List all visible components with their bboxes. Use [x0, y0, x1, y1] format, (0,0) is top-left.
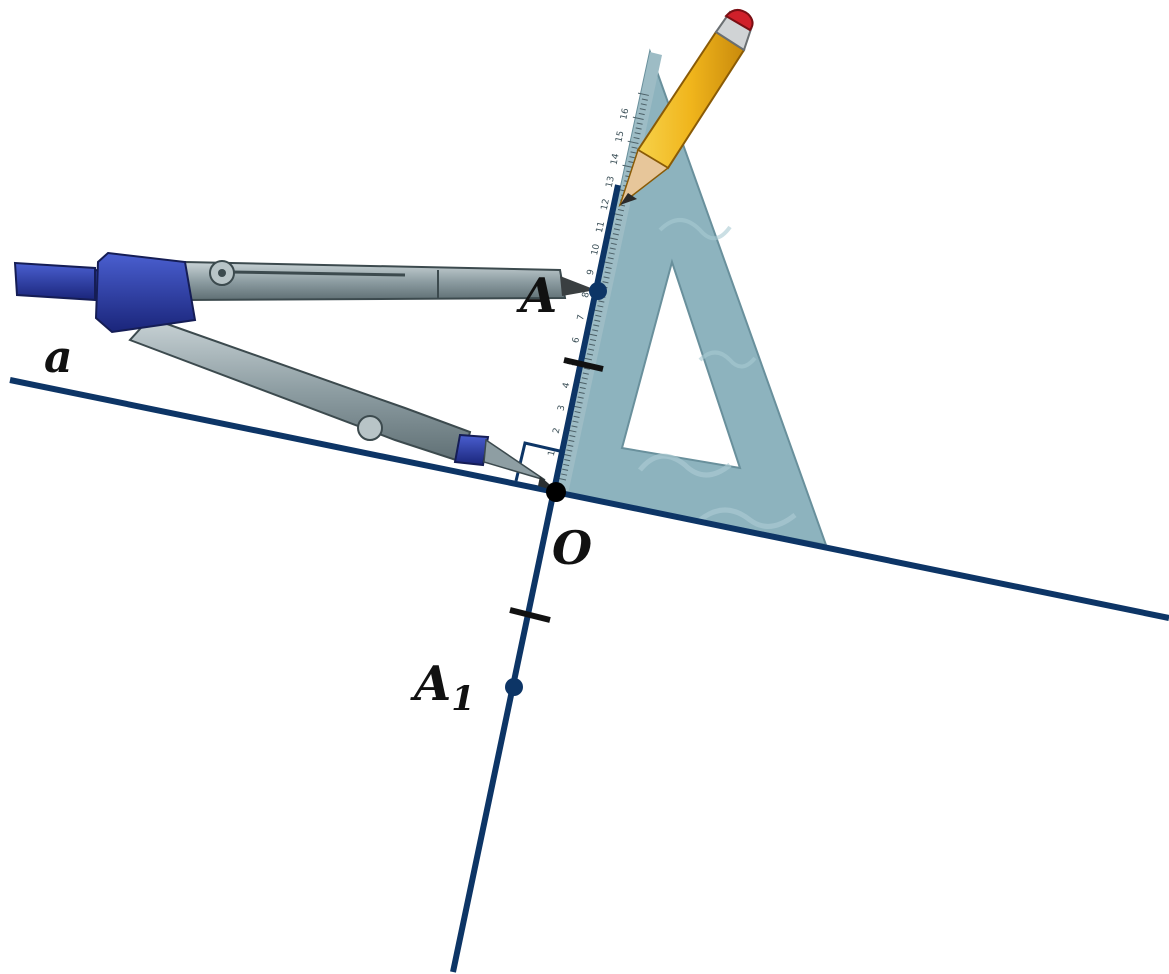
ruler-tick — [582, 372, 589, 375]
ruler-tick — [595, 314, 602, 318]
ruler-number: 16 — [619, 107, 631, 121]
ruler-number: 7 — [576, 314, 587, 322]
ruler-tick — [577, 396, 584, 399]
ruler-tick — [633, 136, 640, 140]
ruler-tick — [617, 209, 625, 212]
ruler-tick — [597, 305, 604, 308]
perpendicular-line — [450, 184, 621, 973]
ruler-number: 14 — [610, 152, 622, 166]
ruler-number: 10 — [590, 243, 602, 257]
ruler-tick — [562, 468, 569, 471]
ruler-tick — [622, 164, 634, 169]
ruler-tick — [627, 140, 639, 144]
pencil-icon — [618, 9, 754, 208]
ruler-tick — [604, 271, 611, 274]
ruler-number: 12 — [600, 198, 612, 211]
ruler-tick — [605, 266, 612, 269]
ruler-number: 13 — [605, 175, 617, 188]
ruler-tick — [564, 459, 571, 462]
ruler-number: 11 — [595, 221, 607, 234]
ruler-tick — [634, 132, 641, 135]
ruler-tick — [612, 233, 619, 236]
ruler-tick — [567, 444, 574, 447]
ruler-tick — [590, 338, 597, 342]
ruler-tick — [630, 151, 637, 154]
ruler-tick — [641, 98, 648, 101]
ruler-tick — [615, 218, 622, 221]
ruler-tick — [568, 439, 575, 443]
ruler-tick — [583, 367, 590, 370]
line-a — [9, 377, 1169, 621]
ruler-tick — [635, 127, 642, 130]
point-a — [589, 282, 607, 300]
ruler-number: 2 — [552, 427, 563, 435]
ruler-tick — [609, 247, 616, 250]
ruler-tick — [586, 353, 594, 356]
label-point-a: A — [516, 268, 557, 324]
ruler-tick — [563, 463, 570, 467]
ruler-tick — [579, 386, 586, 390]
ruler-tick — [571, 425, 578, 428]
ruler-tick — [639, 108, 646, 111]
label-point-o: O — [552, 521, 592, 575]
label-point-a1: A1 — [410, 656, 475, 719]
ruler-tick — [629, 156, 636, 159]
ruler-tick — [631, 146, 638, 149]
ruler-tick — [602, 281, 609, 284]
ruler-tick — [592, 329, 599, 332]
ruler-tick — [632, 116, 644, 120]
ruler-tick — [594, 319, 601, 322]
ruler-tick — [608, 252, 615, 255]
ruler-tick — [581, 377, 588, 380]
ruler-tick — [573, 415, 580, 418]
equal-tick-upper — [563, 357, 604, 372]
point-o — [546, 482, 566, 502]
compass-icon — [13, 251, 596, 491]
ruler-tick — [598, 300, 605, 303]
ruler-number: 15 — [614, 130, 626, 143]
ruler-tick — [637, 92, 649, 96]
ruler-tick — [569, 434, 576, 438]
ruler-number: 9 — [586, 268, 597, 276]
ruler-tick — [607, 257, 614, 260]
ruler-tick — [603, 276, 610, 279]
ruler-tick — [640, 103, 647, 106]
ruler-tick — [589, 343, 596, 346]
ruler-tick — [578, 391, 585, 394]
label-line-a: a — [44, 332, 73, 383]
ruler-tick — [566, 449, 573, 452]
ruler-tick — [576, 401, 583, 404]
label-point-a1-base: A — [410, 656, 451, 712]
ruler-tick — [614, 223, 621, 226]
ruler-tick — [572, 420, 579, 423]
ruler-tick — [561, 473, 568, 476]
ruler-tick — [593, 324, 600, 327]
point-a1 — [505, 678, 523, 696]
ruler-number: 4 — [561, 381, 572, 389]
ruler-tick — [638, 112, 645, 116]
ruler-tick — [587, 348, 595, 351]
equal-tick-lower — [509, 607, 551, 623]
ruler-number: 3 — [557, 404, 568, 412]
ruler-tick — [610, 242, 617, 245]
ruler-number: 6 — [571, 336, 582, 344]
ruler-tick — [636, 122, 643, 125]
label-point-a1-sub: 1 — [451, 679, 475, 719]
ruler-tick — [613, 228, 620, 231]
ruler-number: 8 — [581, 291, 592, 299]
ruler-number: 1 — [547, 450, 558, 458]
ruler-tick — [574, 410, 581, 414]
